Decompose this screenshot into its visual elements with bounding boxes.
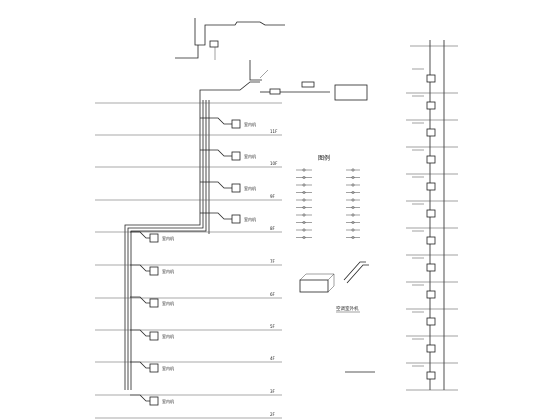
top-branch [175, 18, 285, 60]
indoor-unit-label: 室内机 [162, 235, 174, 241]
legend-symbol [351, 191, 355, 194]
floor-label: 11F [270, 129, 278, 134]
floor-label: 8F [270, 226, 276, 231]
indoor-unit-box [231, 183, 241, 193]
branch-pipe [130, 264, 150, 272]
floor-label: 3F [270, 389, 276, 394]
legend-symbol [302, 228, 306, 232]
indoor-unit-label: 室内机 [244, 153, 256, 159]
floor-label: 7F [270, 259, 276, 264]
floor-lines: 11F 10F 9F 8F 7F 6F 5F 4F 3F 2F [95, 102, 282, 419]
legend: 图例 [296, 154, 360, 239]
indoor-unit-box [149, 266, 159, 276]
indoor-unit-box [149, 363, 159, 373]
legend-symbol [351, 198, 355, 202]
branch-pipe [130, 231, 150, 239]
branch-pipe [130, 361, 150, 369]
floor-label: 6F [270, 292, 276, 297]
floor-label: 9F [270, 194, 276, 199]
riser-unit [426, 128, 436, 137]
legend-symbol [351, 206, 355, 209]
branch-pipe [200, 117, 232, 125]
legend-symbol [302, 198, 306, 202]
indoor-unit-label: 室内机 [162, 365, 174, 371]
right-riser-units [406, 68, 458, 391]
legend-symbol [302, 236, 306, 239]
legend-symbol [302, 183, 306, 187]
riser-unit [426, 155, 436, 164]
legend-rows [296, 168, 360, 239]
riser-unit [426, 209, 436, 218]
riser-unit [426, 236, 436, 245]
indoor-unit-box [149, 233, 159, 243]
floor-label: 2F [270, 412, 276, 417]
indoor-unit-box [149, 298, 159, 308]
riser-unit [426, 317, 436, 326]
indoor-unit-label: 室内机 [244, 216, 256, 222]
branch-pipe [200, 149, 232, 157]
section-label: 空调室外机 [336, 305, 359, 312]
legend-symbol [351, 228, 355, 232]
branch-pipe [130, 329, 150, 337]
outdoor-unit-sketch: 空调室外机 [299, 261, 369, 313]
riser-unit [426, 74, 436, 83]
indoor-unit-label: 室内机 [162, 333, 174, 339]
indoor-unit-box [149, 396, 159, 406]
indoor-unit-label: 室内机 [244, 121, 256, 127]
floor-label: 10F [270, 161, 278, 166]
riser-unit [426, 101, 436, 110]
legend-symbol [302, 213, 306, 217]
indoor-unit-label: 室内机 [244, 185, 256, 191]
legend-symbol [302, 221, 306, 224]
indoor-unit-box [231, 119, 241, 129]
legend-symbol [351, 213, 355, 217]
legend-symbol [302, 206, 306, 209]
indoor-unit-box [231, 151, 241, 161]
legend-symbol [351, 168, 355, 172]
legend-symbol [351, 176, 355, 179]
indoor-unit-label: 室内机 [162, 398, 174, 404]
branch-pipe [130, 296, 150, 304]
indoor-unit-label: 室内机 [162, 300, 174, 306]
indoor-unit-label: 室内机 [162, 268, 174, 274]
riser-unit [426, 290, 436, 299]
indoor-unit-box [231, 214, 241, 224]
branch-pipe [200, 212, 232, 220]
branch-pipe [200, 181, 232, 189]
legend-symbol [351, 183, 355, 187]
legend-symbol [351, 221, 355, 224]
left-riser [124, 60, 368, 390]
floor-label: 5F [270, 324, 276, 329]
legend-title: 图例 [318, 154, 330, 162]
legend-symbol [302, 191, 306, 194]
indoor-unit-box [149, 331, 159, 341]
branch-pipe [130, 394, 150, 402]
legend-symbol [302, 176, 306, 179]
floor-label: 4F [270, 356, 276, 361]
riser-unit [426, 263, 436, 272]
legend-symbol [302, 168, 306, 172]
riser-unit [426, 371, 436, 380]
riser-unit [426, 344, 436, 353]
riser-unit [426, 182, 436, 191]
legend-symbol [351, 236, 355, 239]
